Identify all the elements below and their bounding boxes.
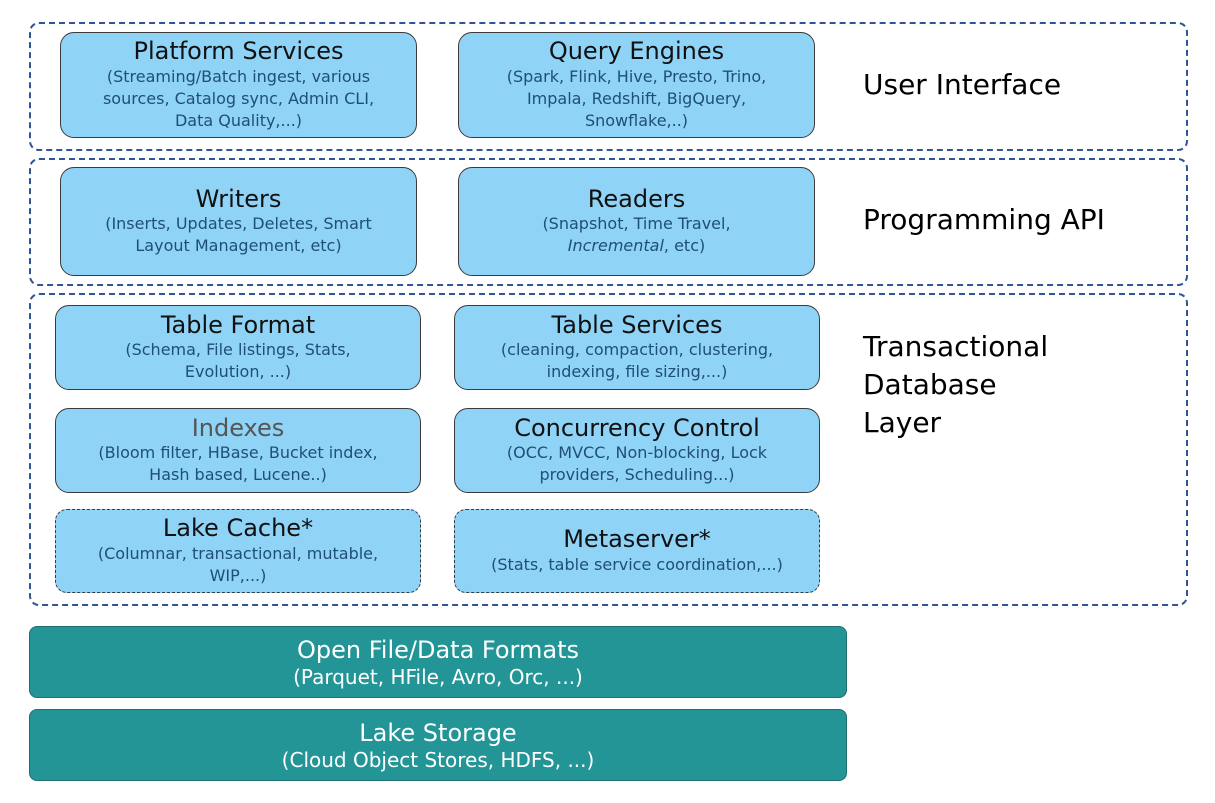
open-file-formats-box: Open File/Data Formats (Parquet, HFile, …: [29, 626, 847, 698]
lake-storage-subtitle: (Cloud Object Stores, HDFS, ...): [281, 747, 595, 772]
transactional-label-line3: Layer: [863, 406, 942, 440]
table-services-title: Table Services: [551, 310, 723, 339]
lake-storage-title: Lake Storage: [359, 718, 517, 747]
writers-title: Writers: [195, 184, 282, 213]
readers-subtitle-line2: Incremental, etc): [542, 235, 730, 257]
table-format-subtitle: (Schema, File listings, Stats, Evolution…: [125, 340, 351, 382]
indexes-title: Indexes: [191, 413, 285, 442]
writers-subtitle: (Inserts, Updates, Deletes, Smart Layout…: [105, 214, 372, 256]
open-file-formats-subtitle: (Parquet, HFile, Avro, Orc, ...): [293, 664, 583, 689]
metaserver-subtitle: (Stats, table service coordination,...): [491, 554, 783, 574]
lake-cache-title: Lake Cache*: [162, 514, 314, 543]
query-engines-title: Query Engines: [548, 37, 725, 66]
lake-storage-box: Lake Storage (Cloud Object Stores, HDFS,…: [29, 709, 847, 781]
transactional-label-line2: Database: [863, 368, 997, 402]
platform-services-subtitle: (Streaming/Batch ingest, various sources…: [102, 66, 375, 130]
platform-services-box: Platform Services (Streaming/Batch inges…: [60, 32, 417, 138]
readers-title: Readers: [587, 184, 686, 213]
concurrency-control-subtitle: (OCC, MVCC, Non-blocking, Lock providers…: [506, 443, 768, 485]
readers-incremental-text: Incremental: [567, 236, 664, 256]
platform-services-title: Platform Services: [133, 37, 344, 66]
table-services-box: Table Services (cleaning, compaction, cl…: [454, 305, 820, 390]
table-services-subtitle: (cleaning, compaction, clustering, index…: [500, 340, 774, 382]
metaserver-box: Metaserver* (Stats, table service coordi…: [454, 509, 820, 593]
metaserver-title: Metaserver*: [563, 525, 711, 554]
transactional-database-layer: [29, 293, 1188, 606]
user-interface-layer: [29, 22, 1188, 151]
user-interface-label: User Interface: [863, 68, 1062, 101]
programming-api-label: Programming API: [863, 203, 1105, 236]
readers-subtitle-tail: , etc): [663, 236, 706, 256]
concurrency-control-box: Concurrency Control (OCC, MVCC, Non-bloc…: [454, 408, 820, 493]
lake-cache-subtitle: (Columnar, transactional, mutable, WIP,.…: [97, 543, 379, 585]
table-format-box: Table Format (Schema, File listings, Sta…: [55, 305, 421, 390]
readers-subtitle-line1: (Snapshot, Time Travel,: [542, 214, 731, 234]
query-engines-box: Query Engines (Spark, Flink, Hive, Prest…: [458, 32, 815, 138]
transactional-label-line1: Transactional: [863, 330, 1049, 363]
writers-box: Writers (Inserts, Updates, Deletes, Smar…: [60, 167, 417, 276]
query-engines-subtitle: (Spark, Flink, Hive, Presto, Trino, Impa…: [506, 66, 767, 130]
indexes-box: Indexes (Bloom filter, HBase, Bucket ind…: [55, 408, 421, 493]
readers-subtitle: (Snapshot, Time Travel, Incremental, etc…: [542, 213, 730, 257]
readers-box: Readers (Snapshot, Time Travel, Incremen…: [458, 167, 815, 276]
concurrency-control-title: Concurrency Control: [514, 413, 760, 442]
programming-api-layer: [29, 158, 1188, 286]
table-format-title: Table Format: [160, 310, 316, 339]
transactional-database-label: Transactional Database Layer: [863, 328, 1048, 442]
indexes-subtitle: (Bloom filter, HBase, Bucket index, Hash…: [98, 443, 378, 485]
open-file-formats-title: Open File/Data Formats: [297, 635, 579, 664]
lake-cache-box: Lake Cache* (Columnar, transactional, mu…: [55, 509, 421, 593]
